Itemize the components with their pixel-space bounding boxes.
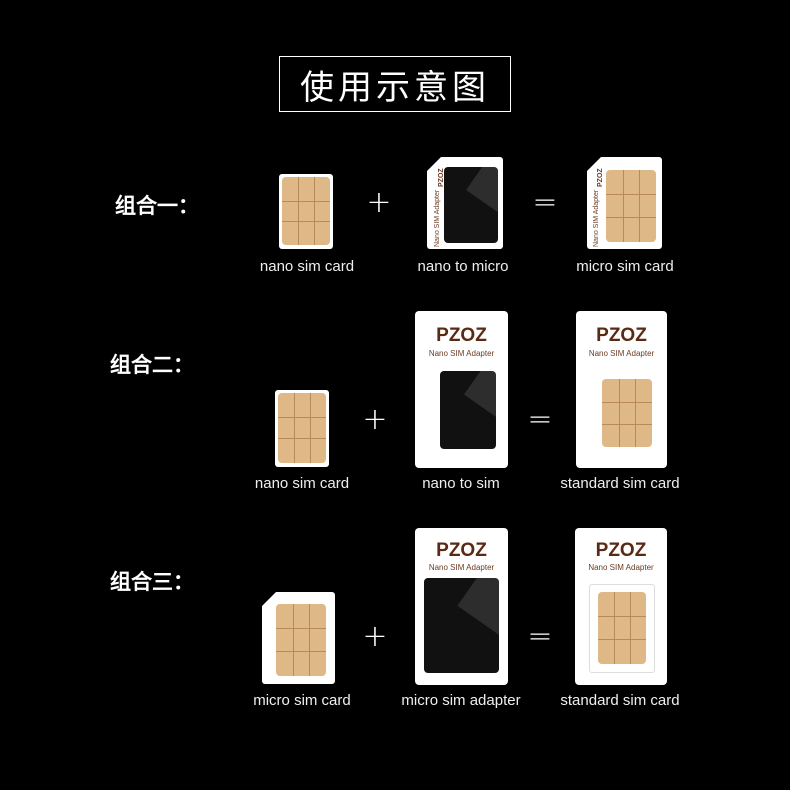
adapter-slot [424, 578, 499, 673]
page-title: 使用示意图 [279, 56, 511, 112]
chip-line [606, 217, 656, 218]
standard-sim-card-image: PZOZ Nano SIM Adapter [575, 528, 667, 685]
chip-line [602, 424, 652, 425]
chip-line [309, 604, 310, 676]
card-corner-cut [587, 157, 601, 171]
card-corner-cut [262, 592, 276, 606]
caption-micro-sim-card: micro sim card [253, 692, 351, 709]
adapter-subtitle: Nano SIM Adapter [588, 349, 655, 358]
nano-sim-card-image [279, 174, 333, 249]
sim-chip [278, 393, 326, 463]
sim-chip [606, 170, 656, 242]
adapter-vertical-text: Nano SIM Adapter [434, 189, 441, 247]
chip-line [623, 170, 624, 242]
chip-line [630, 592, 631, 664]
row-label-3: 组合三： [110, 570, 194, 594]
caption-nano-sim-card: nano sim card [254, 475, 350, 492]
chip-line [298, 177, 299, 245]
caption-micro-sim-card: micro sim card [576, 258, 674, 275]
plus-sign: + [366, 185, 392, 220]
nano-to-micro-adapter-image: Nano SIM Adapter PZOZ [427, 157, 503, 249]
chip-line [282, 201, 330, 202]
adapter-vertical-brand: PZOZ [597, 168, 604, 187]
chip-line [598, 639, 646, 640]
caption-standard-sim-card: standard sim card [560, 692, 680, 709]
chip-line [314, 177, 315, 245]
chip-line [276, 651, 326, 652]
caption-nano-to-micro: nano to micro [417, 258, 509, 275]
adapter-slot [444, 167, 498, 243]
micro-sim-card-image [262, 592, 335, 684]
adapter-subtitle: Nano SIM Adapter [588, 563, 654, 572]
chip-line [294, 393, 295, 463]
chip-line [635, 379, 636, 447]
adapter-brand: PZOZ [595, 540, 647, 561]
card-corner-cut [427, 157, 441, 171]
adapter-subtitle: Nano SIM Adapter [428, 349, 495, 358]
caption-standard-sim-card: standard sim card [560, 475, 680, 492]
equals-sign: = [527, 619, 553, 654]
caption-nano-to-sim: nano to sim [422, 475, 500, 492]
chip-line [278, 417, 326, 418]
plus-sign: + [362, 619, 388, 654]
equals-sign: = [527, 402, 553, 437]
chip-line [282, 221, 330, 222]
plus-sign: + [362, 402, 388, 437]
sim-chip [282, 177, 330, 245]
adapter-slot [440, 371, 496, 449]
row-label-2: 组合二： [110, 353, 194, 377]
adapter-brand: PZOZ [436, 325, 487, 346]
chip-line [606, 194, 656, 195]
chip-line [293, 604, 294, 676]
row-label-1: 组合一： [115, 194, 199, 218]
nano-to-sim-adapter-image: PZOZ Nano SIM Adapter [415, 311, 508, 468]
caption-nano-sim-card: nano sim card [259, 258, 355, 275]
equals-sign: = [532, 185, 558, 220]
sim-chip [602, 379, 652, 447]
micro-sim-card-image: Nano SIM Adapter PZOZ [587, 157, 662, 249]
chip-line [639, 170, 640, 242]
caption-micro-sim-adapter: micro sim adapter [401, 692, 521, 709]
adapter-brand: PZOZ [596, 325, 647, 346]
micro-sim-inset [589, 584, 655, 673]
standard-sim-card-image: PZOZ Nano SIM Adapter [576, 311, 667, 468]
chip-line [619, 379, 620, 447]
chip-line [602, 402, 652, 403]
micro-sim-adapter-image: PZOZ Nano SIM Adapter [415, 528, 508, 685]
chip-line [310, 393, 311, 463]
sim-chip [276, 604, 326, 676]
adapter-vertical-text: Nano SIM Adapter [593, 189, 600, 247]
adapter-subtitle: Nano SIM Adapter [428, 563, 495, 572]
chip-line [276, 628, 326, 629]
sim-chip [598, 592, 646, 664]
nano-sim-card-image [275, 390, 329, 467]
chip-line [598, 616, 646, 617]
chip-line [278, 438, 326, 439]
adapter-brand: PZOZ [436, 540, 487, 561]
chip-line [614, 592, 615, 664]
